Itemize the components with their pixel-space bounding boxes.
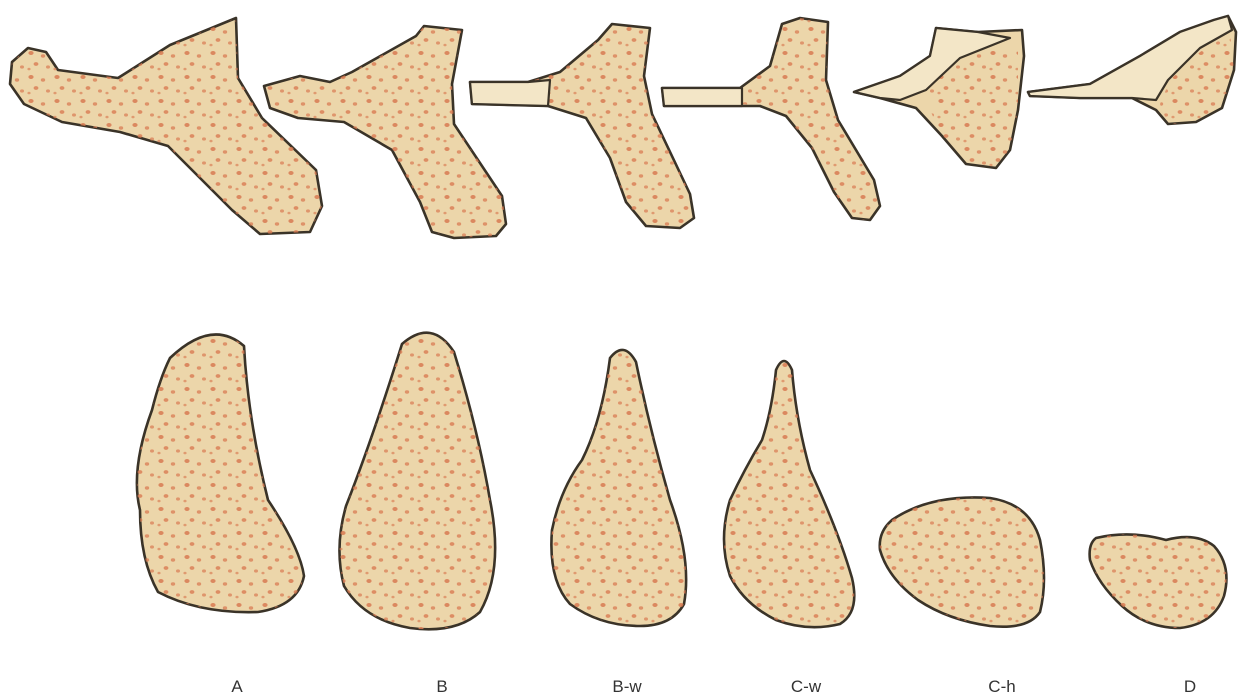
label-b: B <box>436 677 447 696</box>
bottom-section-c-h <box>880 497 1044 626</box>
top-section-b-w <box>470 24 694 228</box>
bottom-section-a <box>137 334 304 612</box>
bottom-section-d <box>1090 534 1227 628</box>
top-section-d <box>1028 16 1236 124</box>
label-c-w: C-w <box>791 677 822 696</box>
bottom-section-b <box>339 333 495 630</box>
bottom-section-c-w <box>724 361 854 627</box>
top-section-a <box>10 18 322 234</box>
label-a: A <box>231 677 243 696</box>
top-section-c-h <box>854 28 1024 168</box>
label-d: D <box>1184 677 1196 696</box>
label-b-w: B-w <box>612 677 642 696</box>
top-section-c-w <box>662 18 880 220</box>
label-c-h: C-h <box>988 677 1015 696</box>
bottom-section-b-w <box>551 350 686 626</box>
